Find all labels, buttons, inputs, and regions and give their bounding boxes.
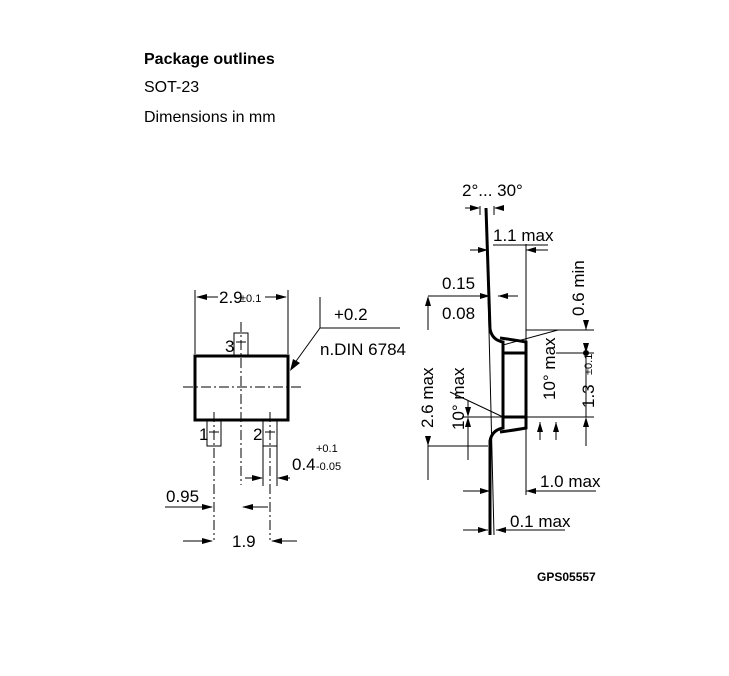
figure-code: GPS05557: [537, 570, 596, 584]
body-thick-max: 1.0 max: [540, 472, 601, 491]
pin-3-label: 3: [225, 337, 234, 356]
top-view: 3 1 2 2.9 ±0.1 +0.2 n.DIN 6784: [165, 288, 406, 551]
lead-tol-minus: -0.05: [316, 461, 341, 473]
pin-pitch-dim: 0.95: [166, 487, 199, 506]
pin-2-label: 2: [253, 425, 262, 444]
units-note: Dimensions in mm: [144, 109, 276, 126]
pin-1-label: 1: [199, 425, 208, 444]
pin-span-dim: 1.9: [232, 532, 256, 551]
angle-range: 2°... 30°: [462, 181, 523, 200]
height-max: 2.6 max: [418, 367, 437, 428]
pin-2: [262, 419, 278, 447]
side-view: 2°... 30° 1.1 max 0.15 0.08 0.6 min 10° …: [418, 181, 601, 536]
angle-top: 10° max: [540, 337, 559, 400]
pin-1: [206, 419, 222, 447]
edge-tol: +0.2: [334, 305, 368, 324]
lead-thick-top: 0.15: [442, 274, 475, 293]
width-tol: ±0.1: [240, 293, 261, 305]
angle-bottom: 10° max: [449, 367, 468, 430]
section-title: Package outlines: [144, 51, 275, 68]
lead-tol-plus: +0.1: [316, 443, 338, 455]
din-standard: n.DIN 6784: [320, 340, 406, 359]
standoff-min: 0.6 min: [569, 260, 588, 316]
body-height-tol: ±0.1: [583, 354, 595, 375]
side-body: [501, 351, 528, 419]
pin-3: [233, 332, 249, 357]
width-dim: 2.9: [219, 288, 243, 307]
package-name: SOT-23: [144, 79, 200, 96]
body-height-dim: 1.3: [579, 384, 598, 408]
lead-thick-max: 1.1 max: [493, 226, 554, 245]
lead-thick-bottom: 0.08: [442, 304, 475, 323]
standoff-max: 0.1 max: [510, 512, 571, 531]
lead-width-dim: 0.4: [292, 455, 316, 474]
lead-profile: [484, 207, 528, 535]
